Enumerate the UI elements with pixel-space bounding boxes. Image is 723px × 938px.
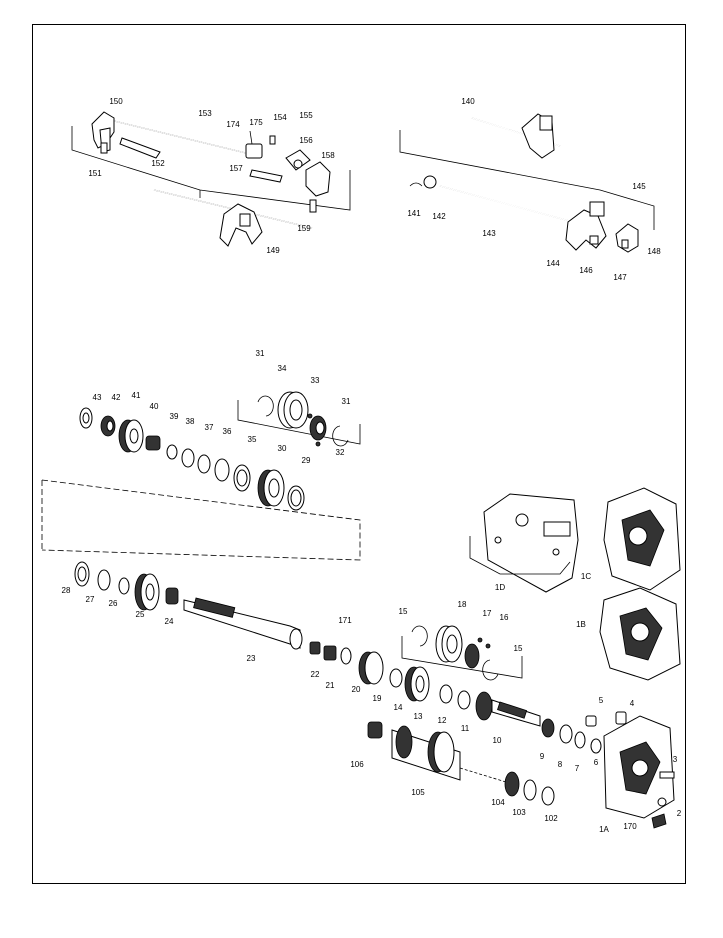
- callout-153: 153: [198, 109, 212, 118]
- callout-42: 42: [112, 393, 121, 402]
- shift-rail-assembly-right: [399, 113, 655, 253]
- callout-1C: 1C: [581, 572, 591, 581]
- callout-15a: 15: [399, 607, 408, 616]
- callout-43: 43: [93, 393, 102, 402]
- callout-30: 30: [278, 444, 287, 453]
- housing-1D: [469, 493, 579, 593]
- housing-1B: [599, 587, 681, 681]
- callout-31b: 31: [342, 397, 351, 406]
- callout-154: 154: [273, 113, 287, 122]
- callout-2: 2: [677, 809, 682, 818]
- callout-11: 11: [461, 724, 470, 733]
- callout-142: 142: [432, 212, 446, 221]
- callout-21: 21: [326, 681, 335, 690]
- callout-15b: 15: [514, 644, 523, 653]
- callout-158: 158: [321, 151, 335, 160]
- callout-146: 146: [579, 266, 593, 275]
- callout-5: 5: [599, 696, 604, 705]
- housing-1C: [603, 487, 681, 591]
- shift-rail-assembly-left: [71, 111, 351, 247]
- callout-38: 38: [186, 417, 195, 426]
- callout-32: 32: [336, 448, 345, 457]
- callout-28: 28: [62, 586, 71, 595]
- callout-145: 145: [632, 182, 646, 191]
- callout-16: 16: [500, 613, 509, 622]
- callout-150: 150: [109, 97, 123, 106]
- diagram-frame: [32, 24, 686, 884]
- callout-41: 41: [132, 391, 141, 400]
- main-shaft-row: [74, 561, 627, 754]
- callout-14: 14: [394, 703, 403, 712]
- callout-155: 155: [299, 111, 313, 120]
- callout-7: 7: [575, 764, 580, 773]
- callout-102: 102: [544, 814, 558, 823]
- callout-39: 39: [170, 412, 179, 421]
- dashed-bracket: [41, 479, 361, 561]
- callout-6: 6: [594, 758, 599, 767]
- callout-159: 159: [297, 224, 311, 233]
- callout-9: 9: [540, 752, 545, 761]
- callout-148: 148: [647, 247, 661, 256]
- callout-4: 4: [630, 699, 635, 708]
- callout-34: 34: [278, 364, 287, 373]
- callout-140: 140: [461, 97, 475, 106]
- callout-157: 157: [229, 164, 243, 173]
- callout-144: 144: [546, 259, 560, 268]
- callout-23: 23: [247, 654, 256, 663]
- callout-26: 26: [109, 599, 118, 608]
- callout-149: 149: [266, 246, 280, 255]
- callout-143: 143: [482, 229, 496, 238]
- callout-1D: 1D: [495, 583, 505, 592]
- callout-147: 147: [613, 273, 627, 282]
- callout-175: 175: [249, 118, 263, 127]
- housing-1A: [603, 715, 675, 829]
- callout-19: 19: [373, 694, 382, 703]
- callout-25: 25: [136, 610, 145, 619]
- callout-105: 105: [411, 788, 425, 797]
- upper-gear-stack: [79, 391, 361, 511]
- callout-174: 174: [226, 120, 240, 129]
- countershaft-row: [367, 721, 555, 806]
- callout-20: 20: [352, 685, 361, 694]
- callout-1B: 1B: [576, 620, 586, 629]
- callout-106: 106: [350, 760, 364, 769]
- callout-35: 35: [248, 435, 257, 444]
- callout-10: 10: [493, 736, 502, 745]
- callout-22: 22: [311, 670, 320, 679]
- callout-24: 24: [165, 617, 174, 626]
- callout-152: 152: [151, 159, 165, 168]
- callout-170: 170: [623, 822, 637, 831]
- callout-151: 151: [88, 169, 102, 178]
- callout-141: 141: [407, 209, 421, 218]
- callout-13: 13: [414, 712, 423, 721]
- callout-27: 27: [86, 595, 95, 604]
- callout-31a: 31: [256, 349, 265, 358]
- callout-18: 18: [458, 600, 467, 609]
- callout-8: 8: [558, 760, 563, 769]
- callout-103: 103: [512, 808, 526, 817]
- callout-171: 171: [338, 616, 352, 625]
- callout-17: 17: [483, 609, 492, 618]
- callout-29: 29: [302, 456, 311, 465]
- callout-40: 40: [150, 402, 159, 411]
- callout-33: 33: [311, 376, 320, 385]
- callout-156: 156: [299, 136, 313, 145]
- callout-3: 3: [673, 755, 678, 764]
- callout-12: 12: [438, 716, 447, 725]
- callout-1A: 1A: [599, 825, 609, 834]
- callout-37: 37: [205, 423, 214, 432]
- callout-104: 104: [491, 798, 505, 807]
- callout-36: 36: [223, 427, 232, 436]
